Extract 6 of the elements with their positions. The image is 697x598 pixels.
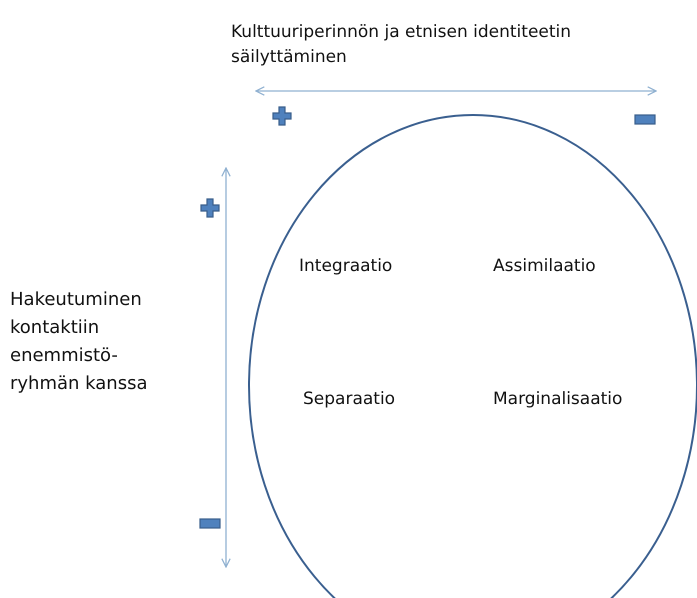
quadrant-label: Marginalisaatio — [493, 389, 622, 409]
axis-title: Kulttuuriperinnön ja etnisen identiteetin säilyttäminen — [231, 21, 572, 69]
quadrant-label: Separaatio — [303, 389, 396, 409]
quadrant-label: Assimilaatio — [493, 256, 596, 276]
axis-title: Hakeutuminen kontaktiin enemmistö-ryhmän kanssa — [10, 288, 148, 396]
quadrant-label: Integraatio — [299, 256, 392, 276]
